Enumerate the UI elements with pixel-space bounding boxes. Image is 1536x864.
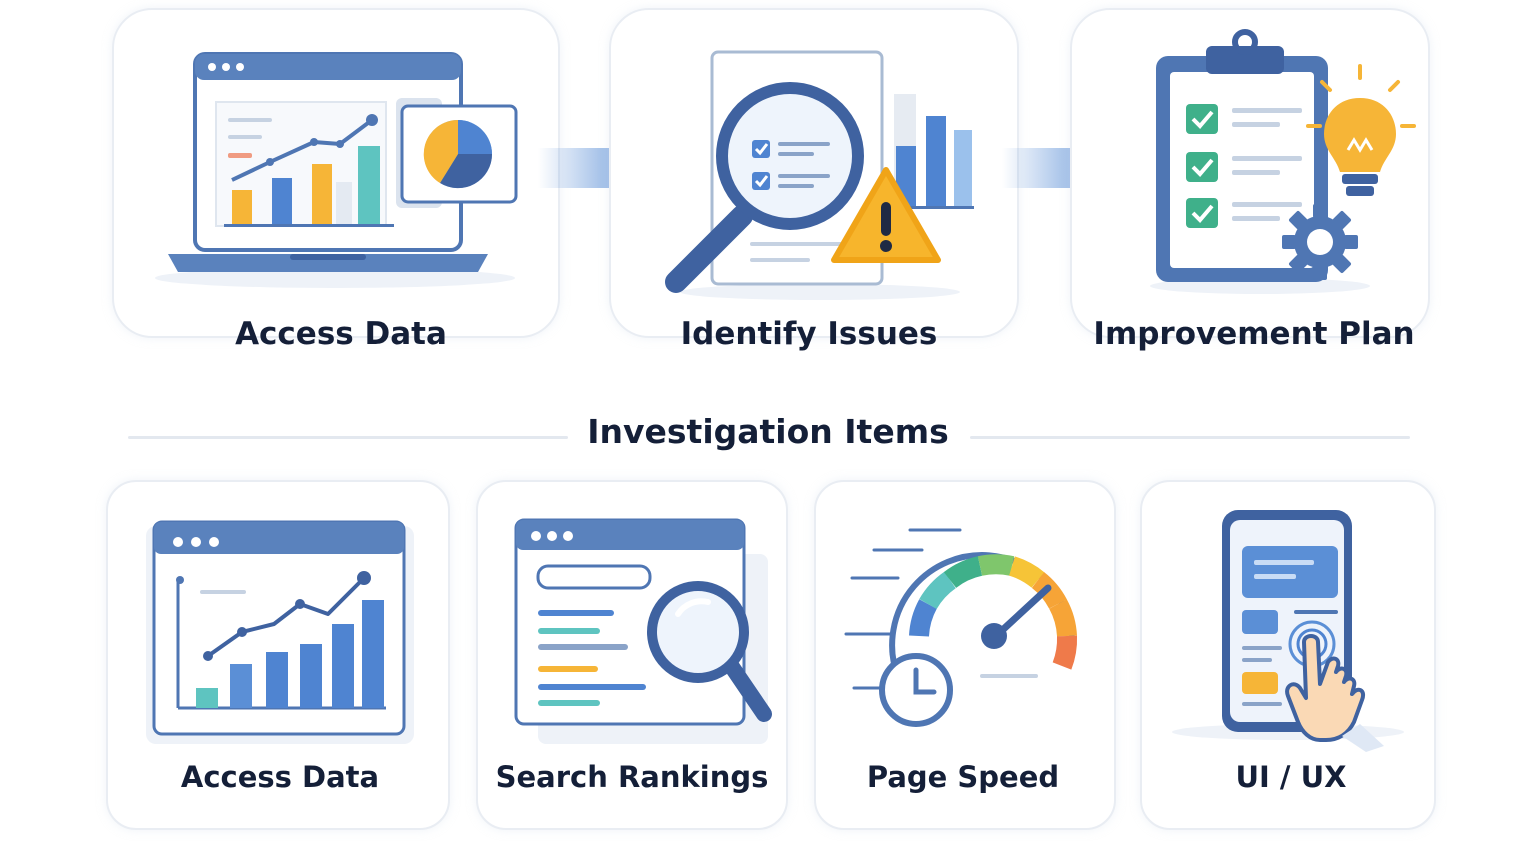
browser-chart-icon <box>146 520 414 744</box>
laptop-analytics-icon <box>155 52 518 288</box>
browser-search-icon <box>514 518 772 744</box>
phone-tap-icon <box>1172 510 1404 752</box>
divider-left <box>128 436 568 439</box>
clipboard-lightbulb-icon <box>1150 29 1416 294</box>
magnifier-warning-icon <box>665 50 974 300</box>
investigation-label-access-data: Access Data <box>180 760 380 794</box>
section-title: Investigation Items <box>587 412 949 451</box>
process-step-label-access-data: Access Data <box>235 316 447 352</box>
process-step-label-identify-issues: Identify Issues <box>680 316 938 352</box>
speedometer-icon <box>844 528 1078 727</box>
investigation-label-ui-ux: UI / UX <box>1235 760 1347 794</box>
divider-right <box>970 436 1410 439</box>
investigation-label-search-rankings: Search Rankings <box>495 760 769 794</box>
investigation-label-page-speed: Page Speed <box>866 760 1060 794</box>
process-step-label-improvement-plan: Improvement Plan <box>1093 316 1415 352</box>
